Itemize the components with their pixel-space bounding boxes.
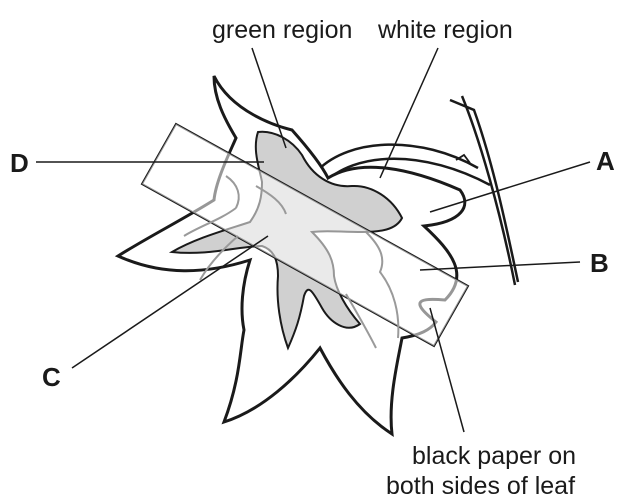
label-black-paper-line1: black paper on [412, 442, 576, 470]
label-black-paper-line2: both sides of leaf [386, 472, 575, 500]
label-B: B [590, 248, 609, 278]
label-white-region: white region [377, 16, 513, 44]
label-C: C [42, 362, 61, 392]
label-D: D [10, 148, 29, 178]
label-green-region: green region [212, 16, 352, 44]
label-A: A [596, 146, 615, 176]
pointer-black-paper [430, 308, 464, 432]
